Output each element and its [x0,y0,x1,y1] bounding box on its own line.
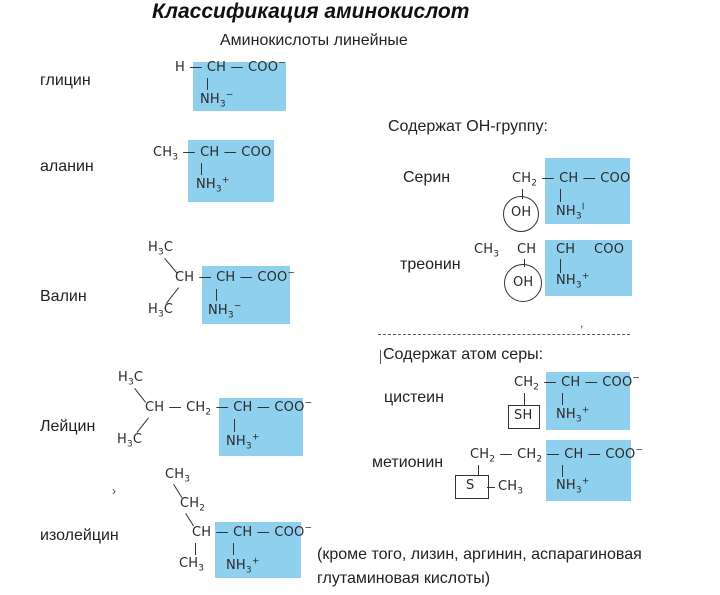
cysteine-sh-box [508,405,540,429]
serine-oh: OH [511,205,532,220]
methionine-formula: CH2 — CH2 — CH — COO− [470,445,644,465]
section-separator [378,334,630,335]
methionine-ch3: CH3 [498,479,524,497]
footnote-line-1: (кроме того, лизин, аргинин, аспарагинов… [317,546,642,563]
cysteine-amine: NH3+ [556,405,590,425]
sulfur-header: Содержат атом серы: [383,346,544,363]
serine-formula-box [545,158,630,224]
footnote-line-2: глутаминовая кислоты) [317,570,491,587]
isoleucine-ch3-top: CH3 [165,467,191,485]
isoleucine-formula: CH — CH — COO− [192,523,313,540]
cysteine-formula: CH2 — CH — COO− [514,373,641,393]
isoleucine-ch3-bottom: CH3 [179,556,205,574]
alanine-label: аланин [40,158,94,175]
glycine-formula-box [193,62,286,111]
leucine-formula-box [219,398,303,456]
subtitle: Аминокислоты линейные [220,32,408,49]
methionine-label: метионин [372,454,444,471]
valine-h3c-top: H3C [148,240,174,258]
isoleucine-formula-box [215,522,301,578]
valine-formula: CH — CH — COO− [175,268,296,285]
threonine-coo: COO [594,242,625,257]
threonine-formula-box [545,240,632,296]
oh-group-header: Содержат ОН-группу: [388,118,548,135]
cysteine-formula-box [546,372,630,430]
threonine-amine: NH3+ [556,271,590,291]
methionine-amine: NH3+ [556,476,590,496]
methionine-formula-box [546,440,631,501]
threonine-ch: CH [517,242,537,257]
threonine-ch3: CH3 [474,242,500,260]
valine-h3c-bottom: H3C [148,302,174,320]
threonine-label: треонин [400,256,461,273]
cysteine-sh: SH [514,408,533,423]
alanine-formula: CH3 — CH — COO [153,145,272,163]
leucine-h3c-top: H3C [118,370,144,388]
isoleucine-amine: NH3+ [226,556,260,576]
serine-label: Серин [403,169,451,186]
glycine-label: глицин [40,72,91,89]
cysteine-label: цистеин [384,389,444,406]
serine-oh-circle [503,196,539,232]
isoleucine-ch2: CH2 [180,496,206,514]
serine-formula: CH2 — CH — COO [512,171,631,189]
alanine-formula-box [188,140,274,202]
glycine-formula: H — CH — COO− [175,58,286,75]
valine-label: Валин [40,288,87,305]
leucine-amine: NH3+ [226,432,260,452]
threonine-oh: OH [513,275,534,290]
isoleucine-label: изолейцин [40,527,119,544]
threonine-ch-alpha: CH [556,242,576,257]
leucine-label: Лейцин [40,418,96,435]
serine-amine: NH3l [556,202,585,222]
methionine-s: S [466,478,475,493]
page-title: Классификация аминокислот [152,0,470,23]
threonine-oh-circle [504,264,542,302]
leucine-formula: CH — CH2 — CH — COO− [145,398,313,418]
alanine-amine: NH3+ [196,175,230,195]
glycine-amine: NH3− [200,90,234,110]
valine-amine: NH3− [208,301,242,321]
leucine-h3c-bottom: H3C [117,432,143,450]
